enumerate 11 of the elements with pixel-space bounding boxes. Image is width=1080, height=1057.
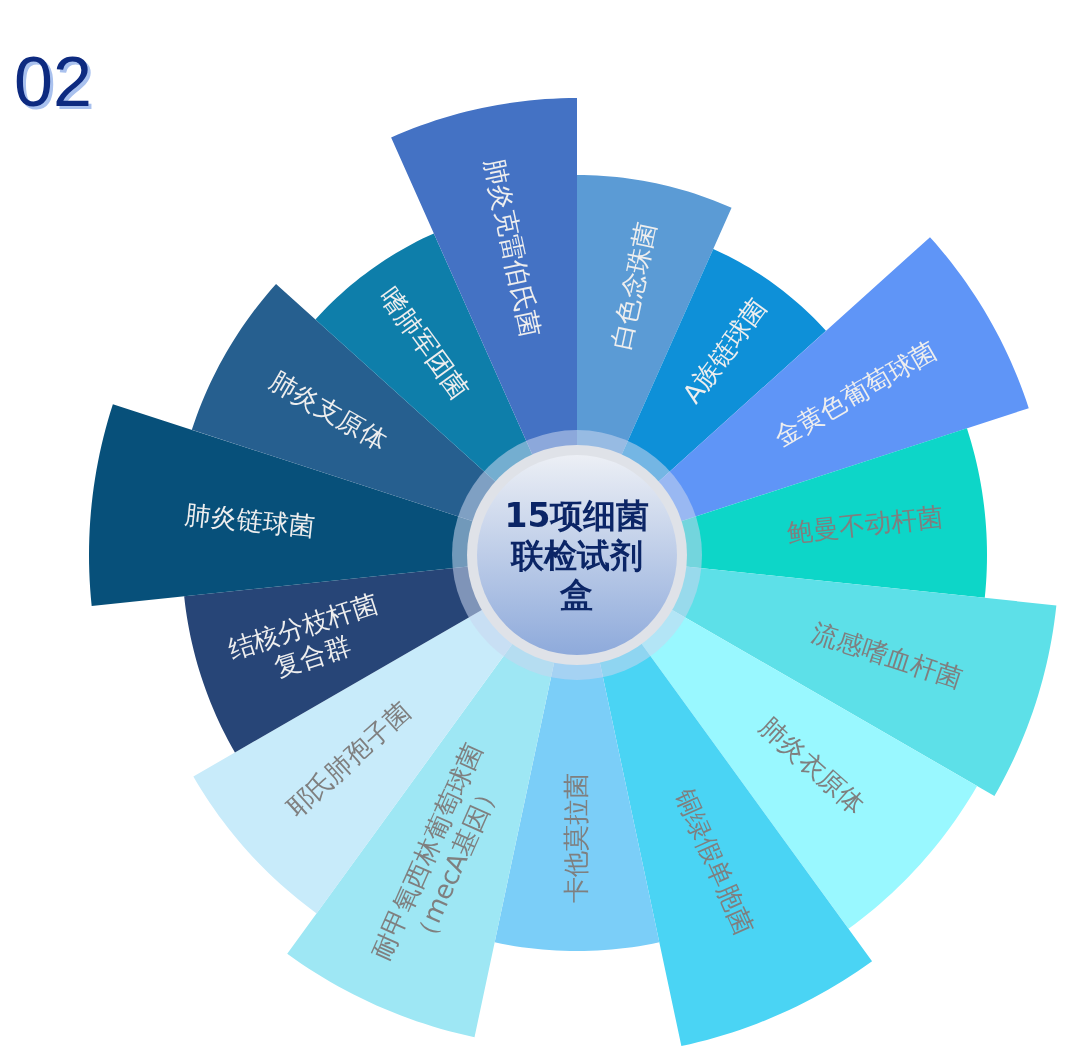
section-number: 02 [14,42,92,122]
sector-label: 肺炎克雷伯氏菌 [477,156,546,341]
sector-label: 卡他莫拉菌 [561,773,593,903]
sector-label: 白色念珠菌 [605,219,663,353]
sector-label: 鲍曼不动杆菌 [786,501,945,549]
center-circle [452,430,702,680]
sector-label: 结核分枝杆菌复合群 [220,587,396,698]
sector-label: 流感嗜血杆菌 [808,616,967,695]
sector-label: 耶氏肺孢子菌 [280,696,418,824]
sector-label: 肺炎链球菌 [183,498,317,543]
center-title: 15项细菌联检试剂盒 [503,495,651,615]
